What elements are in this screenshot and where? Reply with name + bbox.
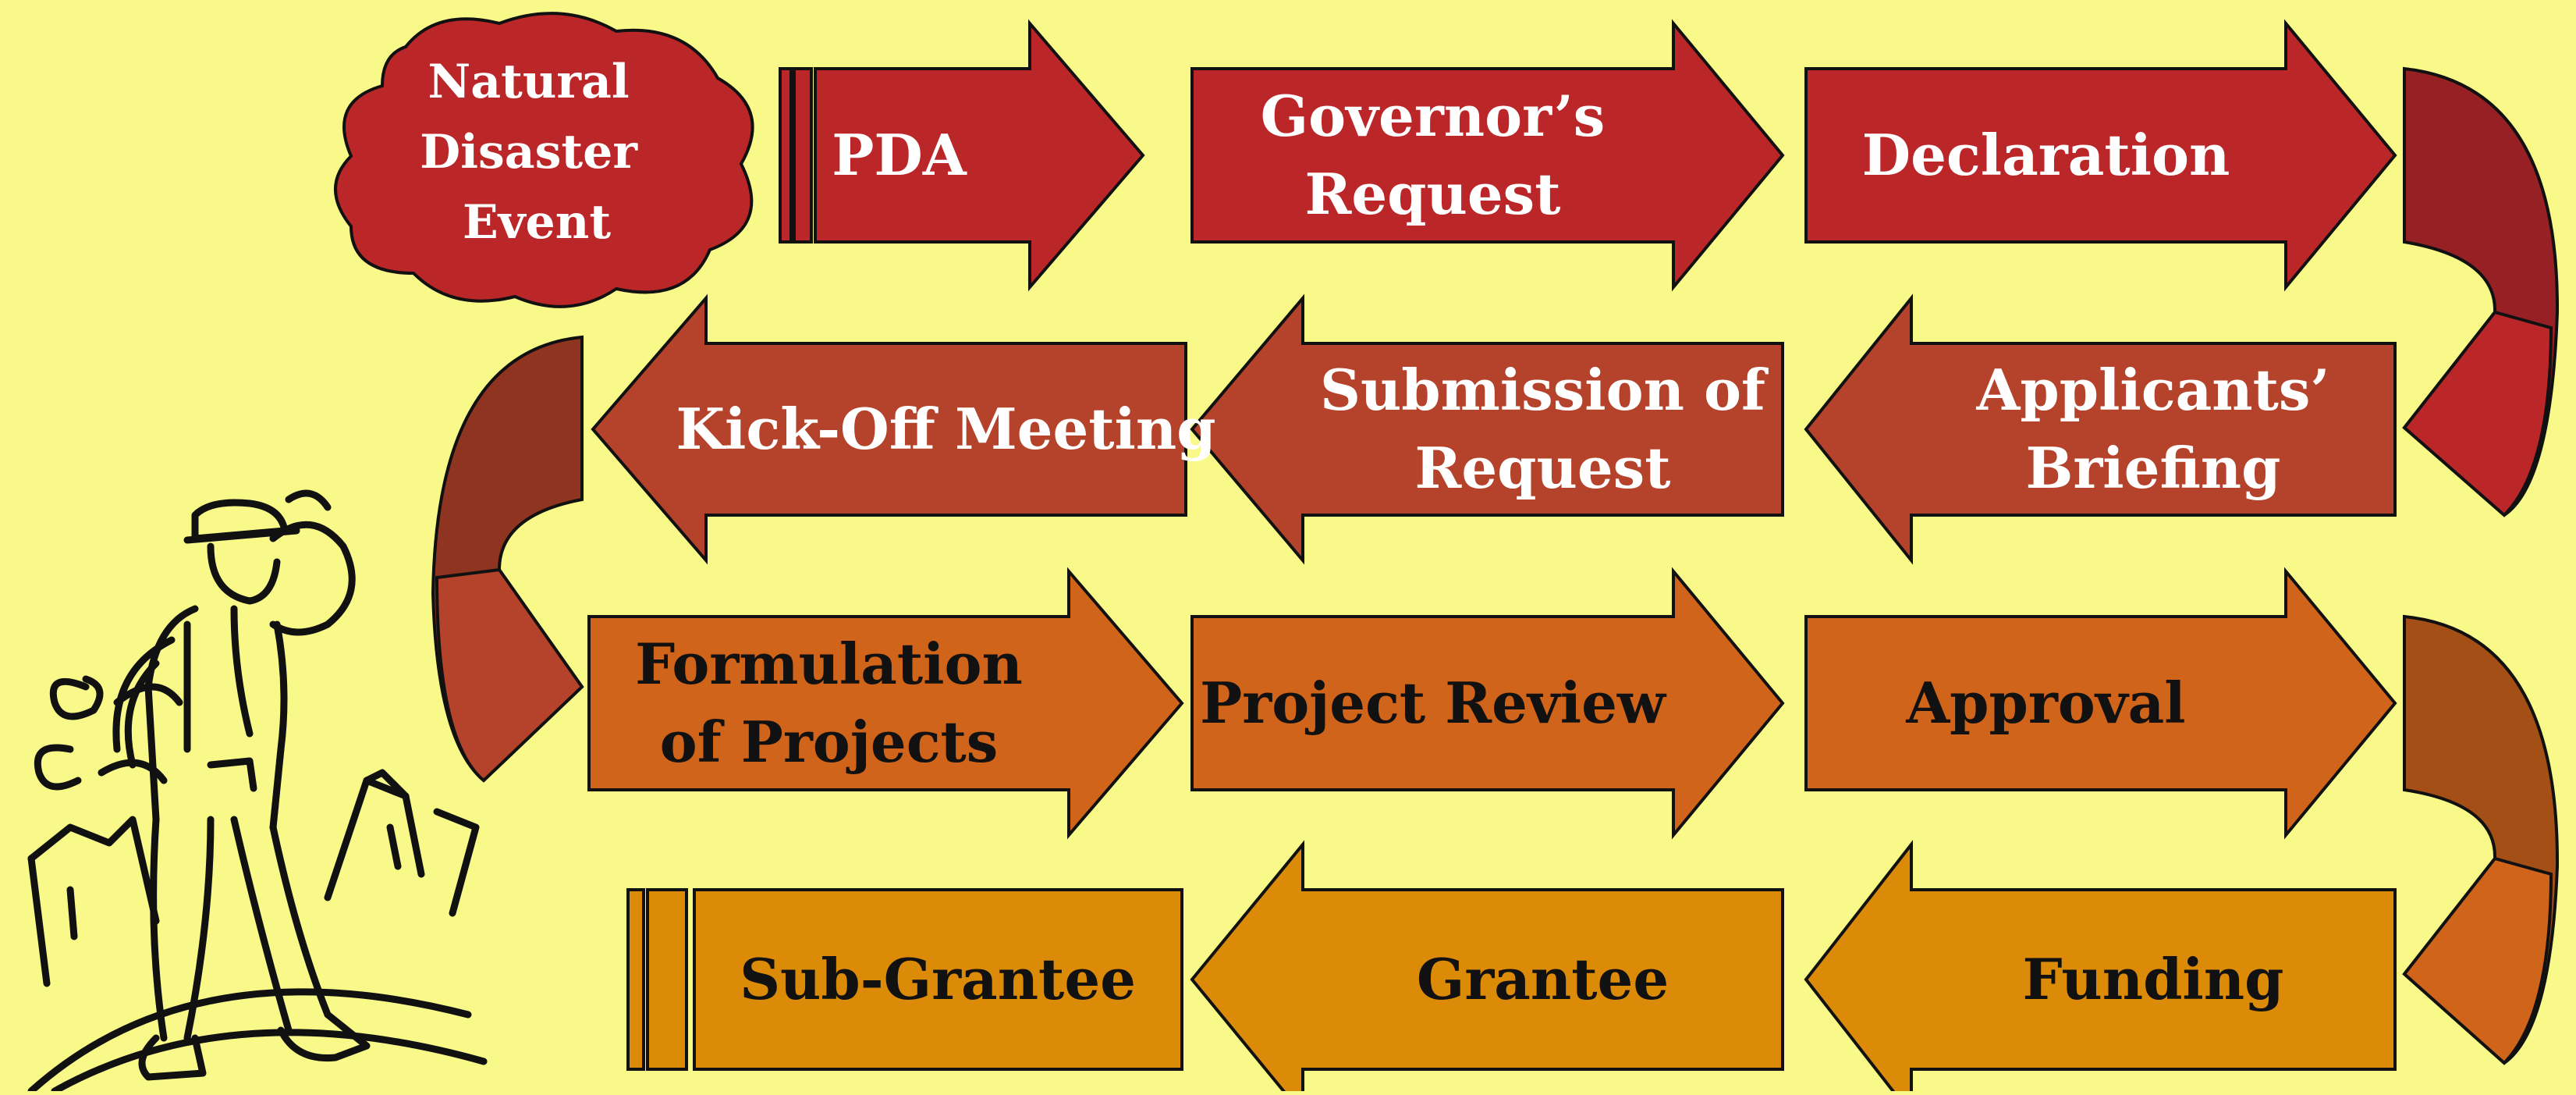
step-label: Kick-Off Meeting: [676, 396, 1215, 462]
step-label: Applicants’Briefing: [1976, 357, 2330, 501]
start-bars: [779, 67, 813, 244]
end-bars: [626, 888, 688, 1071]
natural-disaster-event-cloud: Natural Disaster Event: [334, 12, 754, 308]
step-sub-grantee: Sub-Grantee: [693, 888, 1183, 1071]
step-applicants-briefing: Applicants’Briefing: [1804, 293, 2397, 565]
step-pda: PDA: [814, 19, 1145, 292]
step-arrow-shape: [1190, 19, 1785, 292]
step-label: Declaration: [1862, 122, 2230, 188]
step-funding: Funding: [1804, 840, 2397, 1095]
step-arrow-shape: [1804, 293, 2397, 565]
step-arrow-shape: [1190, 567, 1785, 840]
step-label: Approval: [1905, 670, 2185, 736]
surveying-worker-icon: [27, 489, 488, 1095]
step-label: Sub-Grantee: [740, 946, 1136, 1012]
step-arrow-shape: [693, 888, 1183, 1071]
step-approval: Approval: [1804, 567, 2397, 840]
step-arrow-shape: [1804, 567, 2397, 840]
step-arrow-shape: [1190, 840, 1784, 1095]
step-arrow-shape: [1804, 840, 2397, 1095]
step-label: Funding: [2023, 946, 2284, 1012]
step-project-review: Project Review: [1190, 567, 1785, 840]
step-label: Project Review: [1200, 670, 1667, 736]
step-arrow-shape: [591, 293, 1187, 565]
step-kick-off-meeting: Kick-Off Meeting: [591, 293, 1216, 565]
step-declaration: Declaration: [1804, 19, 2397, 292]
natural-disaster-event-label: Natural Disaster Event: [420, 55, 654, 250]
step-label: Grantee: [1417, 946, 1669, 1012]
step-arrow-shape: [587, 567, 1184, 840]
connectors: [431, 66, 2560, 1065]
step-arrow-shape: [1190, 293, 1784, 565]
step-label: PDA: [832, 122, 967, 188]
step-arrow-shape: [814, 19, 1145, 292]
step-arrow-shape: [1804, 19, 2397, 292]
step-grantee: Grantee: [1190, 840, 1784, 1095]
